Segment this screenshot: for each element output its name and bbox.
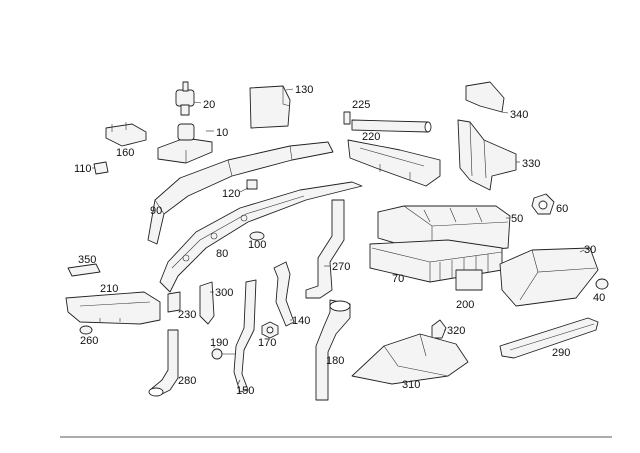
callout-140: 140	[292, 315, 310, 327]
part-280	[148, 329, 179, 397]
callout-350: 350	[78, 254, 96, 266]
part-190	[211, 346, 236, 360]
part-340	[465, 81, 509, 114]
callout-10: 10	[216, 127, 228, 139]
callout-160: 160	[116, 147, 134, 159]
callout-320: 320	[447, 325, 465, 337]
callout-150: 150	[236, 385, 254, 397]
part-120	[239, 179, 258, 193]
part-300	[199, 281, 215, 325]
callout-180: 180	[326, 355, 344, 367]
callout-90: 90	[150, 205, 162, 217]
callout-70: 70	[392, 273, 404, 285]
callout-310: 310	[402, 379, 420, 391]
callout-220: 220	[362, 131, 380, 143]
part-210	[65, 291, 161, 325]
callout-340: 340	[510, 109, 528, 121]
part-80	[159, 181, 363, 293]
part-150	[233, 279, 257, 393]
part-30	[499, 247, 599, 307]
callout-100: 100	[248, 239, 266, 251]
part-320	[431, 319, 447, 339]
part-100	[249, 231, 265, 241]
callout-330: 330	[522, 158, 540, 170]
part-220	[347, 139, 441, 187]
callout-60: 60	[556, 203, 568, 215]
callout-30: 30	[584, 244, 596, 256]
callout-130: 130	[295, 84, 313, 96]
callout-260: 260	[80, 335, 98, 347]
part-90	[147, 141, 334, 245]
callout-120: 120	[222, 188, 240, 200]
part-140	[273, 261, 295, 327]
callout-280: 280	[178, 375, 196, 387]
part-260	[79, 325, 93, 335]
part-270	[305, 199, 345, 299]
callout-290: 290	[552, 347, 570, 359]
callout-20: 20	[203, 99, 215, 111]
callout-300: 300	[215, 287, 233, 299]
callout-200: 200	[456, 299, 474, 311]
part-130	[249, 85, 294, 129]
callout-210: 210	[100, 283, 118, 295]
callout-110: 110	[74, 163, 92, 175]
part-330	[457, 119, 520, 191]
callout-40: 40	[593, 292, 605, 304]
part-20	[175, 81, 202, 116]
callout-170: 170	[258, 337, 276, 349]
callout-270: 270	[332, 261, 350, 273]
callout-190: 190	[210, 337, 228, 349]
callout-80: 80	[216, 248, 228, 260]
part-350	[67, 263, 101, 277]
part-170	[261, 321, 279, 339]
part-225	[343, 111, 432, 133]
callout-230: 230	[178, 309, 196, 321]
part-310	[351, 333, 469, 385]
part-200	[455, 269, 483, 291]
part-60	[531, 193, 555, 215]
part-290	[499, 317, 599, 359]
part-10	[157, 123, 214, 164]
part-230	[167, 291, 181, 313]
part-160	[105, 122, 147, 147]
callout-50: 50	[511, 213, 523, 225]
part-110	[92, 161, 109, 175]
callout-225: 225	[352, 99, 370, 111]
part-40	[595, 278, 609, 290]
part-180	[315, 299, 351, 401]
